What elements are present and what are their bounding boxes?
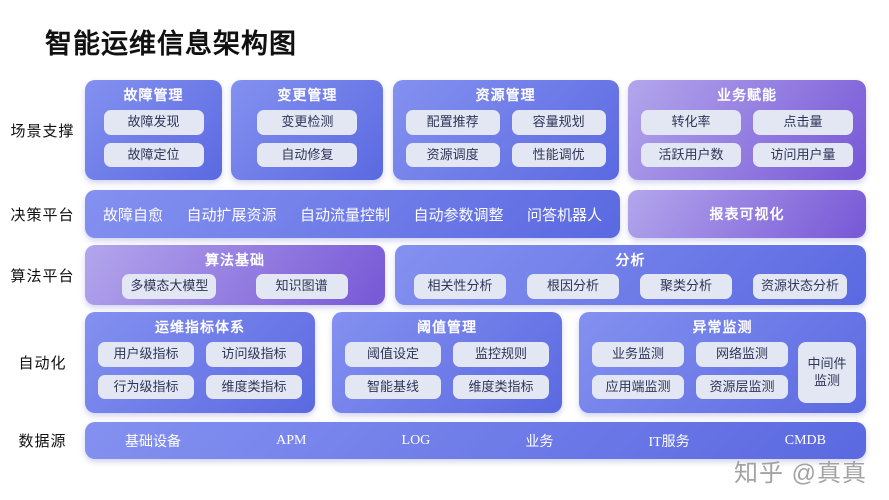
item-basic-equipment: 基础设备	[125, 432, 181, 449]
row-data-sources: 数据源 基础设备 APM LOG 业务 IT服务 CMDB	[0, 422, 889, 459]
row-label-scenario-support: 场景支撑	[10, 122, 75, 140]
row-label-data-sources: 数据源	[18, 433, 67, 450]
item-qa-robot: 问答机器人	[526, 206, 602, 224]
chip-dimension-metrics: 维度类指标	[206, 374, 302, 400]
block-title: 算法基础	[205, 252, 265, 268]
chip-click-volume: 点击量	[752, 109, 853, 135]
chip-grid: 配置推荐 容量规划 资源调度 性能调优	[393, 108, 619, 168]
row-scenario-support: 场景支撑 故障管理 故障发现 故障定位 变更管理 变更检测 自动修复	[0, 80, 889, 180]
diagram-rows: 场景支撑 故障管理 故障发现 故障定位 变更管理 变更检测 自动修复	[0, 80, 889, 459]
chip-config-recommend: 配置推荐	[405, 109, 500, 135]
chip-body: 业务监测 网络监测 应用端监测 资源层监测 中间件监测	[579, 340, 866, 413]
chip-auto-repair: 自动修复	[257, 142, 358, 168]
chip-threshold-setting: 阈值设定	[345, 341, 441, 367]
block-title: 故障管理	[123, 87, 184, 103]
chip-visiting-users: 访问用户量	[752, 142, 853, 168]
row-content-algorithm-platform: 算法基础 多模态大模型 知识图谱 分析 相关性分析 根因分析 聚类分析 资源状态…	[85, 245, 866, 305]
block-decision-capabilities: 故障自愈 自动扩展资源 自动流量控制 自动参数调整 问答机器人	[85, 190, 620, 238]
chip-capacity-planning: 容量规划	[511, 109, 606, 135]
block-analysis: 分析 相关性分析 根因分析 聚类分析 资源状态分析	[395, 245, 866, 305]
item-it-service: IT服务	[648, 434, 690, 450]
block-title: 资源管理	[475, 87, 536, 103]
block-title: 报表可视化	[709, 205, 785, 222]
chip-monitoring-rules: 监控规则	[453, 341, 549, 367]
chip-knowledge-graph: 知识图谱	[255, 273, 348, 299]
block-change-management: 变更管理 变更检测 自动修复	[231, 80, 384, 180]
row-decision-platform: 决策平台 故障自愈 自动扩展资源 自动流量控制 自动参数调整 问答机器人 报表可…	[0, 190, 889, 238]
row-content-decision-platform: 故障自愈 自动扩展资源 自动流量控制 自动参数调整 问答机器人 报表可视化	[85, 190, 866, 238]
item-log: LOG	[401, 432, 431, 448]
zhihu-watermark: 知乎 @真真	[733, 460, 867, 487]
row-automation: 自动化 运维指标体系 用户级指标 访问级指标 行为级指标 维度类指标 阈值管理 …	[0, 312, 889, 413]
chip-correlation-analysis: 相关性分析	[413, 273, 506, 299]
row-algorithm-platform: 算法平台 算法基础 多模态大模型 知识图谱 分析 相关性分析 根因分析 聚类分析	[0, 245, 889, 305]
block-ops-metrics-system: 运维指标体系 用户级指标 访问级指标 行为级指标 维度类指标	[85, 312, 315, 413]
block-report-visualization: 报表可视化	[628, 190, 866, 238]
row-label-algorithm-platform: 算法平台	[10, 267, 75, 285]
chip-change-detection: 变更检测	[257, 109, 358, 135]
block-title: 变更管理	[277, 87, 338, 103]
row-content-data-sources: 基础设备 APM LOG 业务 IT服务 CMDB	[85, 422, 866, 459]
block-algorithm-foundation: 算法基础 多模态大模型 知识图谱	[85, 245, 385, 305]
chip-access-level-metrics: 访问级指标	[206, 341, 302, 367]
block-anomaly-monitoring: 异常监测 业务监测 网络监测 应用端监测 资源层监测 中间件监测	[579, 312, 866, 413]
chip-grid: 业务监测 网络监测 应用端监测 资源层监测	[592, 341, 788, 413]
item-auto-traffic-control: 自动流量控制	[299, 206, 390, 224]
chip-app-side-monitoring: 应用端监测	[592, 374, 684, 400]
chip-user-level-metrics: 用户级指标	[98, 341, 194, 367]
chip-grid: 转化率 点击量 活跃用户数 访问用户量	[628, 108, 866, 168]
item-auto-param-tuning: 自动参数调整	[413, 206, 504, 224]
block-business-empowerment: 业务赋能 转化率 点击量 活跃用户数 访问用户量	[627, 80, 866, 180]
block-title: 分析	[615, 252, 646, 268]
row-label-automation: 自动化	[18, 355, 67, 372]
chip-row: 相关性分析 根因分析 聚类分析 资源状态分析	[395, 273, 866, 299]
block-title: 业务赋能	[716, 87, 777, 103]
row-label-decision-platform: 决策平台	[10, 206, 75, 224]
page-title: 智能运维信息架构图	[45, 29, 297, 59]
chip-performance-tuning: 性能调优	[511, 142, 606, 168]
block-resource-management: 资源管理 配置推荐 容量规划 资源调度 性能调优	[392, 80, 619, 180]
item-cmdb: CMDB	[784, 432, 826, 448]
item-business: 业务	[525, 432, 554, 449]
chip-resource-state-analysis: 资源状态分析	[752, 273, 847, 299]
block-threshold-management: 阈值管理 阈值设定 监控规则 智能基线 维度类指标	[332, 312, 562, 413]
chip-row: 多模态大模型 知识图谱	[85, 273, 385, 299]
chip-root-cause-analysis: 根因分析	[526, 273, 619, 299]
chip-list: 故障发现 故障定位	[85, 108, 222, 168]
chip-resource-scheduling: 资源调度	[405, 142, 500, 168]
chip-fault-location: 故障定位	[103, 142, 204, 168]
chip-dimension-metrics: 维度类指标	[453, 374, 549, 400]
item-apm: APM	[276, 432, 307, 448]
block-title: 异常监测	[692, 319, 753, 335]
chip-resource-layer-monitoring: 资源层监测	[696, 374, 788, 400]
block-fault-management: 故障管理 故障发现 故障定位	[85, 80, 222, 180]
chip-business-monitoring: 业务监测	[592, 341, 684, 367]
item-auto-scale-resources: 自动扩展资源	[186, 206, 277, 224]
block-title: 运维指标体系	[155, 319, 245, 335]
chip-grid: 用户级指标 访问级指标 行为级指标 维度类指标	[85, 340, 315, 400]
block-title: 阈值管理	[417, 319, 477, 335]
chip-behavior-level-metrics: 行为级指标	[98, 374, 194, 400]
row-content-automation: 运维指标体系 用户级指标 访问级指标 行为级指标 维度类指标 阈值管理 阈值设定…	[85, 312, 866, 413]
chip-network-monitoring: 网络监测	[696, 341, 788, 367]
item-fault-self-healing: 故障自愈	[103, 206, 164, 224]
row-content-scenario-support: 故障管理 故障发现 故障定位 变更管理 变更检测 自动修复 资源管理	[85, 80, 866, 180]
chip-fault-discovery: 故障发现	[103, 109, 204, 135]
chip-active-users: 活跃用户数	[640, 142, 741, 168]
chip-middleware-monitoring: 中间件监测	[798, 341, 856, 403]
chip-grid: 阈值设定 监控规则 智能基线 维度类指标	[332, 340, 562, 400]
chip-cluster-analysis: 聚类分析	[639, 273, 732, 299]
chip-list: 变更检测 自动修复	[231, 108, 383, 168]
block-data-sources: 基础设备 APM LOG 业务 IT服务 CMDB	[85, 422, 866, 459]
chip-conversion-rate: 转化率	[640, 109, 741, 135]
chip-smart-baseline: 智能基线	[345, 374, 441, 400]
chip-multimodal-llm: 多模态大模型	[122, 273, 217, 299]
